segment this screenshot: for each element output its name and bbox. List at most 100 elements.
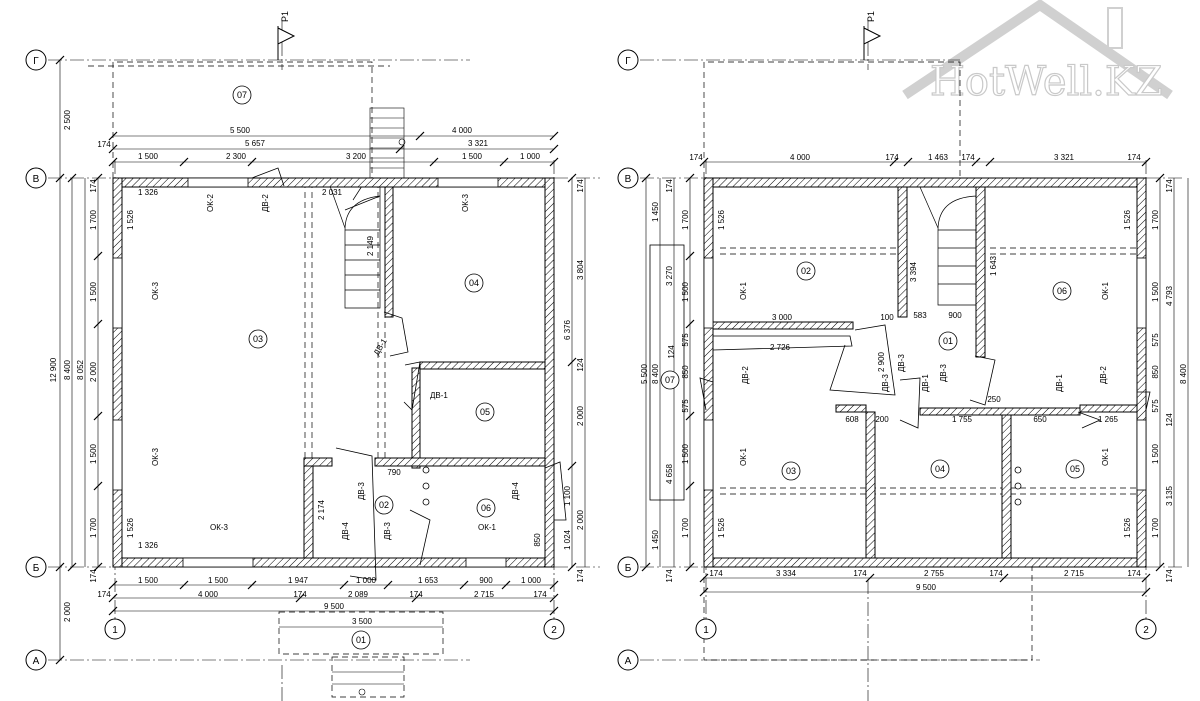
plan-ground-floor: Г В Б А 1 2 P1 07 03 04 05 02 06 01 (25, 11, 600, 701)
dim-text: 174 (533, 590, 547, 599)
dim-text: 2 755 (924, 569, 945, 578)
window-tag: ОК-3 (151, 447, 160, 466)
dim-text: 124 (667, 345, 676, 359)
dim-text: 2 715 (474, 590, 495, 599)
axis-1-label: 1 (703, 625, 709, 636)
dim-text: 850 (1151, 365, 1160, 379)
dim-text: 3 321 (468, 139, 489, 148)
dim-text: 608 (845, 415, 859, 424)
door-tag: ДВ-1 (372, 337, 389, 357)
room-04-label: 04 (469, 278, 479, 288)
axis-v-label: В (625, 174, 632, 185)
watermark-text: HotWell.KZ (930, 59, 1163, 105)
dim-text: 174 (689, 153, 703, 162)
axis-a-label: А (625, 656, 632, 667)
axis-2-label: 2 (551, 625, 557, 636)
dim-text: 4 658 (665, 463, 674, 484)
dim-text: 8 400 (63, 359, 72, 380)
dim-text: 2 000 (89, 361, 98, 382)
axis-1-label: 1 (112, 625, 118, 636)
dim-text: 174 (961, 153, 975, 162)
axis-g-label: Г (33, 56, 39, 67)
dim-text: 1 500 (681, 443, 690, 464)
dim-text: 174 (853, 569, 867, 578)
dim-text: 575 (1151, 333, 1160, 347)
room-03-label: 03 (253, 334, 263, 344)
dim-text: 124 (576, 358, 585, 372)
dim-text: 174 (576, 569, 585, 583)
dim-text: 1 526 (126, 209, 135, 230)
dim-text: 5 500 (640, 363, 649, 384)
dim-text: 1 700 (681, 517, 690, 538)
section-mark-label: P1 (866, 11, 876, 22)
axis-b-label: Б (625, 563, 632, 574)
section-mark: P1 (277, 11, 296, 60)
door-tag: ДВ-4 (341, 522, 350, 540)
dim-text: 174 (1165, 179, 1174, 193)
dim-text: 4 000 (452, 126, 473, 135)
dim-text: 174 (885, 153, 899, 162)
window-tag: ОК-3 (151, 281, 160, 300)
dim-text: 200 (875, 415, 889, 424)
section-mark: P1 (863, 11, 882, 60)
dim-text: 9 500 (916, 583, 937, 592)
window-tag: ОК-1 (739, 447, 748, 466)
room-04-label: 04 (935, 464, 945, 474)
dim-text: 2 089 (348, 590, 369, 599)
dim-text: 4 000 (790, 153, 811, 162)
dim-text: 1 000 (356, 576, 377, 585)
axis-v-label: В (33, 174, 40, 185)
dim-text: 3 000 (772, 313, 793, 322)
door-tag: ДВ-2 (741, 366, 750, 384)
dim-text: 1 700 (681, 209, 690, 230)
dim-text: 174 (576, 179, 585, 193)
dim-text: 12 900 (49, 357, 58, 382)
dim-text: 2 900 (877, 351, 886, 372)
dim-text: 2 715 (1064, 569, 1085, 578)
dim-text: 1 526 (1123, 209, 1132, 230)
window-tag: ОК-2 (206, 193, 215, 212)
dim-text: 5 657 (245, 139, 266, 148)
dim-text: 1 700 (89, 209, 98, 230)
room-07-label: 07 (665, 375, 675, 385)
dim-text: 1 500 (1151, 281, 1160, 302)
room-02-label: 02 (379, 500, 389, 510)
dim-text: 8 052 (76, 359, 85, 380)
dim-text: 1 000 (520, 152, 541, 161)
dim-text: 2 000 (576, 405, 585, 426)
dim-text: 100 (880, 313, 894, 322)
dim-text: 850 (533, 533, 542, 547)
dim-text: 900 (479, 576, 493, 585)
dim-text: 1 500 (1151, 443, 1160, 464)
dim-text: 2 300 (226, 152, 247, 161)
dim-text: 174 (1127, 569, 1141, 578)
dim-text: 2 500 (63, 109, 72, 130)
dim-text: 174 (97, 140, 111, 149)
room-03-label: 03 (786, 466, 796, 476)
house-roof-icon (902, 0, 1173, 100)
dim-text: 174 (97, 590, 111, 599)
door-tag: ДВ-3 (897, 354, 906, 372)
dim-text: 2 149 (366, 235, 375, 256)
dim-text: 1 326 (138, 541, 159, 550)
dim-text: 575 (1151, 399, 1160, 413)
dim-text: 2 031 (322, 188, 343, 197)
dim-text: 2 174 (317, 499, 326, 520)
dim-text: 1 450 (651, 201, 660, 222)
dim-text: 1 947 (288, 576, 309, 585)
door-tag: ДВ-3 (939, 364, 948, 382)
axis-2-label: 2 (1143, 625, 1149, 636)
dim-text: 1 024 (563, 529, 572, 550)
axis-b-label: Б (33, 563, 40, 574)
axis-g-label: Г (625, 56, 631, 67)
door-tag: ДВ-1 (921, 374, 930, 392)
window-tag: ОК-1 (1101, 281, 1110, 300)
dim-text: 650 (1033, 415, 1047, 424)
door-tag: ДВ-3 (881, 374, 890, 392)
dim-text: 3 804 (576, 259, 585, 280)
dim-text: 3 500 (352, 617, 373, 626)
dim-text: 1 653 (418, 576, 439, 585)
room-05-label: 05 (1070, 464, 1080, 474)
dim-text: 850 (681, 365, 690, 379)
dim-text: 8 400 (1179, 363, 1188, 384)
